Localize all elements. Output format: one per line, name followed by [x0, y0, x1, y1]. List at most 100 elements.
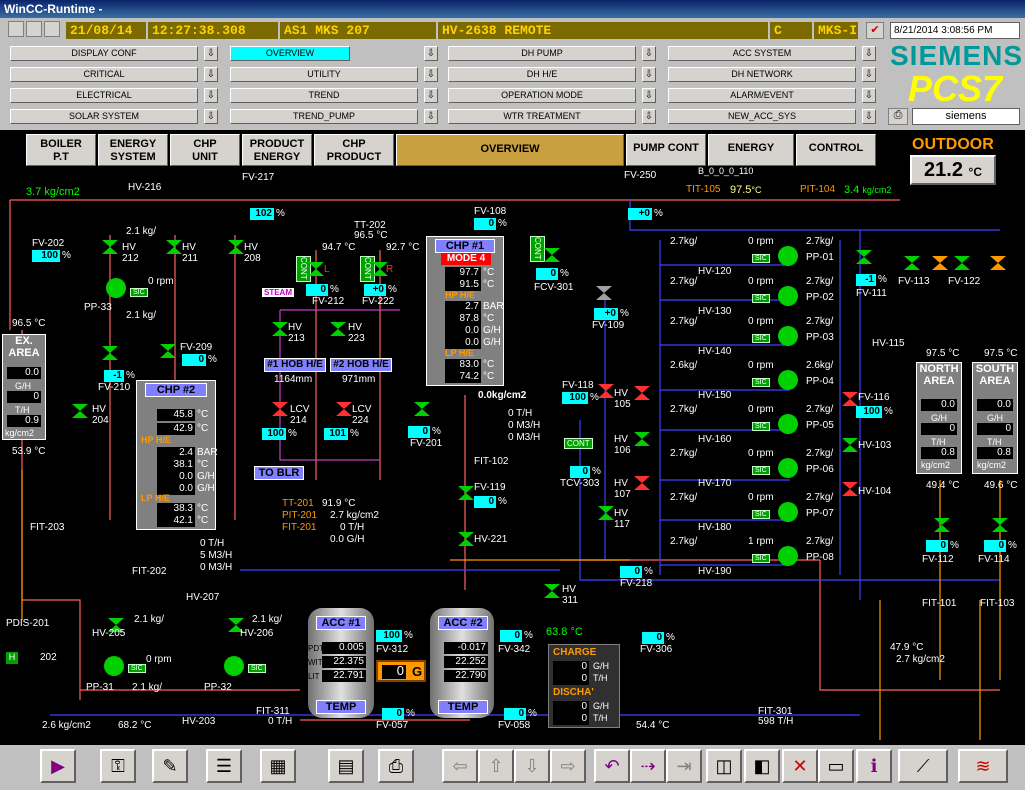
key-icon[interactable]: ⚿ — [100, 749, 136, 783]
nav-trend[interactable]: TREND — [230, 88, 418, 103]
nav-wtr-treatment[interactable]: WTR TREATMENT — [448, 109, 636, 124]
sic-badge[interactable]: SIC — [752, 510, 770, 519]
pump-icon[interactable] — [778, 502, 798, 522]
arrow-down-icon[interactable]: ⇩ — [862, 109, 876, 124]
acc1-temp[interactable]: TEMP — [316, 700, 366, 714]
pump-icon[interactable] — [104, 656, 124, 676]
printer-icon[interactable]: ⎙ — [888, 108, 908, 125]
nav-dh-he[interactable]: DH H/E — [448, 67, 636, 82]
pump-icon[interactable] — [778, 546, 798, 566]
arrow-down-icon[interactable]: ⇩ — [642, 67, 656, 82]
edit-icon[interactable]: ✎ — [152, 749, 188, 783]
pump-icon[interactable] — [778, 286, 798, 306]
pump-icon[interactable] — [778, 458, 798, 478]
nav-dh-network[interactable]: DH NETWORK — [668, 67, 856, 82]
sic-badge[interactable]: SIC — [752, 334, 770, 343]
pump-icon[interactable] — [778, 414, 798, 434]
arrow-down-icon[interactable]: ⇩ — [424, 109, 438, 124]
nav-new-acc-sys[interactable]: NEW_ACC_SYS — [668, 109, 856, 124]
monitor-icon[interactable]: ▭ — [818, 749, 854, 783]
nav-critical[interactable]: CRITICAL — [10, 67, 198, 82]
cont-badge[interactable]: CONT — [564, 438, 593, 449]
acc2-temp[interactable]: TEMP — [438, 700, 488, 714]
signal-icon[interactable]: ⟋ — [898, 749, 948, 783]
window-icon[interactable]: ◫ — [706, 749, 742, 783]
sic-badge[interactable]: SIC — [752, 294, 770, 303]
pump-icon[interactable] — [778, 370, 798, 390]
arrow-down-icon[interactable]: ⇩ — [514, 749, 550, 783]
h-badge[interactable]: H — [6, 652, 18, 664]
cont-badge[interactable]: CONT — [530, 236, 545, 262]
tab-pump-cont[interactable]: PUMP CONT — [626, 134, 706, 166]
sic-badge[interactable]: SIC — [130, 288, 148, 297]
tool-icon[interactable] — [44, 21, 60, 37]
acc1-title[interactable]: ACC #1 — [316, 616, 366, 630]
wave-icon[interactable]: ≋ — [958, 749, 1008, 783]
arrow-up-icon[interactable]: ⇧ — [478, 749, 514, 783]
arrow-down-icon[interactable]: ⇩ — [642, 46, 656, 61]
arrow-right-icon[interactable]: ⇨ — [550, 749, 586, 783]
to-blr-button[interactable]: TO BLR — [254, 466, 304, 480]
tab-energy[interactable]: ENERGY — [708, 134, 794, 166]
arrow-down-icon[interactable]: ⇩ — [862, 67, 876, 82]
arrow-down-icon[interactable]: ⇩ — [424, 88, 438, 103]
arrow-down-icon[interactable]: ⇩ — [862, 88, 876, 103]
window-alt-icon[interactable]: ◧ — [744, 749, 780, 783]
tool-icon[interactable] — [8, 21, 24, 37]
nav-acc-system[interactable]: ACC SYSTEM — [668, 46, 856, 61]
arrow-down-icon[interactable]: ⇩ — [642, 109, 656, 124]
info-icon[interactable]: ℹ — [856, 749, 892, 783]
tab-overview[interactable]: OVERVIEW — [396, 134, 624, 166]
tool-icon[interactable] — [26, 21, 42, 37]
arrow-down-icon[interactable]: ⇩ — [204, 109, 218, 124]
close-window-icon[interactable]: ✕ — [782, 749, 818, 783]
sic-badge[interactable]: SIC — [752, 466, 770, 475]
sic-badge[interactable]: SIC — [752, 422, 770, 431]
next-icon[interactable]: ⇥ — [666, 749, 702, 783]
arrow-down-icon[interactable]: ⇩ — [862, 46, 876, 61]
nav-dh-pump[interactable]: DH PUMP — [448, 46, 636, 61]
arrow-down-icon[interactable]: ⇩ — [642, 88, 656, 103]
arrow-down-icon[interactable]: ⇩ — [204, 46, 218, 61]
acc2-title[interactable]: ACC #2 — [438, 616, 488, 630]
pump-icon[interactable] — [224, 656, 244, 676]
check-icon[interactable]: ✔ — [866, 22, 884, 39]
hob1-header[interactable]: #1 HOB H/E — [264, 358, 326, 372]
nav-solar-system[interactable]: SOLAR SYSTEM — [10, 109, 198, 124]
sic-badge[interactable]: SIC — [752, 378, 770, 387]
play-icon[interactable]: ▶ — [40, 749, 76, 783]
nav-electrical[interactable]: ELECTRICAL — [10, 88, 198, 103]
report-icon[interactable]: ▤ — [328, 749, 364, 783]
pump-icon[interactable] — [778, 326, 798, 346]
nav-utility[interactable]: UTILITY — [230, 67, 418, 82]
pump-icon[interactable] — [778, 246, 798, 266]
arrow-down-icon[interactable]: ⇩ — [424, 46, 438, 61]
forward-icon[interactable]: ⇢ — [630, 749, 666, 783]
nav-operation-mode[interactable]: OPERATION MODE — [448, 88, 636, 103]
undo-icon[interactable]: ↶ — [594, 749, 630, 783]
cont-badge[interactable]: CONT — [360, 256, 375, 282]
arrow-down-icon[interactable]: ⇩ — [204, 67, 218, 82]
print-icon[interactable]: ⎙ — [378, 749, 414, 783]
tab-control[interactable]: CONTROL — [796, 134, 876, 166]
cont-badge[interactable]: CONT — [296, 256, 311, 282]
arrow-down-icon[interactable]: ⇩ — [204, 88, 218, 103]
list-icon[interactable]: ☰ — [206, 749, 242, 783]
hob2-header[interactable]: #2 HOB H/E — [330, 358, 392, 372]
arrow-down-icon[interactable]: ⇩ — [424, 67, 438, 82]
nav-overview[interactable]: OVERVIEW — [230, 46, 350, 61]
sic-badge[interactable]: SIC — [248, 664, 266, 673]
sic-badge[interactable]: SIC — [752, 554, 770, 563]
chart-icon[interactable]: ▦ — [260, 749, 296, 783]
nav-alarm-event[interactable]: ALARM/EVENT — [668, 88, 856, 103]
sic-badge[interactable]: SIC — [128, 664, 146, 673]
nav-display-conf[interactable]: DISPLAY CONF — [10, 46, 198, 61]
arrow-left-icon[interactable]: ⇦ — [442, 749, 478, 783]
sic-badge[interactable]: SIC — [752, 254, 770, 263]
nav-trend-pump[interactable]: TREND_PUMP — [230, 109, 418, 124]
pump-icon[interactable] — [106, 278, 126, 298]
